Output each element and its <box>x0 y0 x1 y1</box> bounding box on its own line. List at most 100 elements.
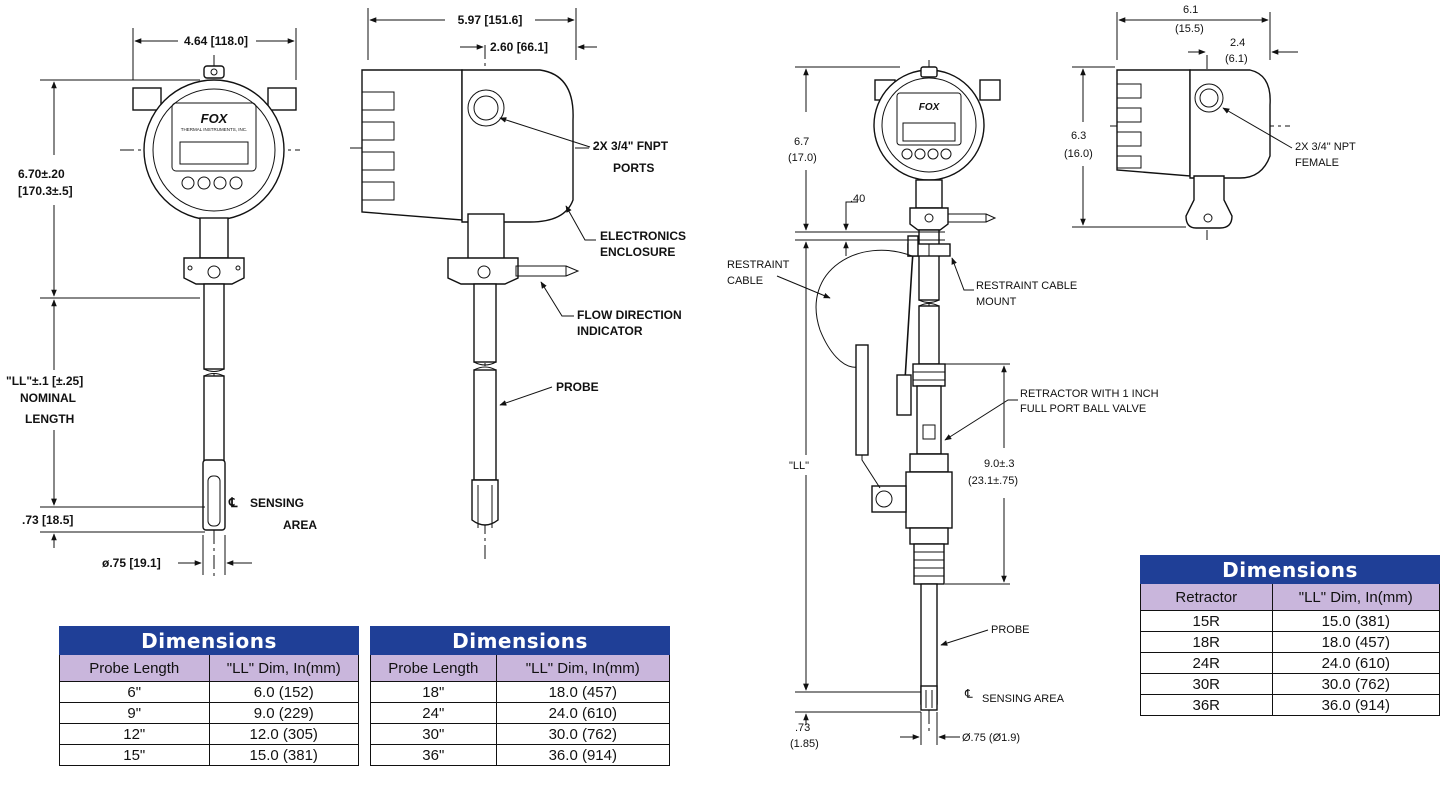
table-title: Dimensions <box>370 626 670 655</box>
dim-sensing-offset-right-2: (1.85) <box>790 738 819 750</box>
table-cell: 6" <box>59 681 210 703</box>
right-main-dimensions: 6.7 (17.0) .40 "LL" .73 (1.85) Ø.75 (Ø1.… <box>727 66 1159 750</box>
right-side-dimensions: 6.1 (15.5) 2.4 (6.1) 6.3 (16.0) 2X 3/4" … <box>1064 4 1356 228</box>
table-row: 12"12.0 (305) <box>59 723 359 745</box>
dimensions-table-2: Dimensions Probe Length "LL" Dim, In(mm)… <box>370 626 671 766</box>
table-cell: 24R <box>1140 652 1273 674</box>
dim-port-offset: 2.60 [66.1] <box>490 40 548 54</box>
table-cell: 15" <box>59 744 210 766</box>
column-header: "LL" Dim, In(mm) <box>1271 583 1441 611</box>
dim-height-left-1: 6.70±.20 <box>18 167 65 181</box>
column-header: Probe Length <box>370 654 497 682</box>
dim-small-gap: .40 <box>850 193 865 205</box>
dim-side-height-right-2: (16.0) <box>1064 148 1093 160</box>
table-cell: 18.0 (457) <box>495 681 671 703</box>
dim-ll-1: "LL"±.1 [±.25] <box>6 374 83 388</box>
callout-cable-mount-1: RESTRAINT CABLE <box>976 280 1077 292</box>
left-front-view: FOX THERMAL INSTRUMENTS, INC. <box>120 55 300 580</box>
callout-sensing-1: SENSING <box>250 496 304 510</box>
table-cell: 18" <box>370 681 497 703</box>
callout-sensing-right: SENSING AREA <box>982 693 1065 705</box>
dim-height-total-2: (17.0) <box>788 152 817 164</box>
callout-flow-1: FLOW DIRECTION <box>577 308 682 322</box>
table-cell: 24" <box>370 702 497 724</box>
table-row: 15"15.0 (381) <box>59 744 359 766</box>
column-header: Retractor <box>1140 583 1273 611</box>
callout-ports-1: 2X 3/4" FNPT <box>593 139 669 153</box>
table-cell: 15.0 (381) <box>208 744 359 766</box>
left-side-dimensions: 5.97 [151.6] 2.60 [66.1] 2X 3/4" FNPT PO… <box>367 8 686 406</box>
cl-symbol-right: ℄ <box>964 687 973 701</box>
callout-flow-2: INDICATOR <box>577 324 643 338</box>
callout-enclosure-2: ENCLOSURE <box>600 245 675 259</box>
callout-probe-right: PROBE <box>991 624 1030 636</box>
table-cell: 15R <box>1140 610 1273 632</box>
left-side-view <box>350 45 595 560</box>
table-title: Dimensions <box>1140 555 1440 584</box>
table-cell: 24.0 (610) <box>1271 652 1441 674</box>
table-cell: 30R <box>1140 673 1273 695</box>
dim-width-top: 4.64 [118.0] <box>184 34 248 48</box>
brand-logo-left: FOX <box>201 111 229 126</box>
table-row: 24"24.0 (610) <box>370 702 671 724</box>
table-row: 36"36.0 (914) <box>370 744 671 766</box>
callout-probe-left: PROBE <box>556 380 599 394</box>
brand-subtitle-left: THERMAL INSTRUMENTS, INC. <box>181 127 248 132</box>
dim-width-top-right-2: (15.5) <box>1175 23 1204 35</box>
table-cell: 30.0 (762) <box>495 723 671 745</box>
dim-sensing-offset-right-1: .73 <box>795 722 810 734</box>
callout-enclosure-1: ELECTRONICS <box>600 229 686 243</box>
brand-logo-right: FOX <box>919 102 941 113</box>
dim-height-total-1: 6.7 <box>794 136 809 148</box>
table-cell: 18.0 (457) <box>1271 631 1441 653</box>
dim-retractor-2: (23.1±.75) <box>968 475 1018 487</box>
table-cell: 36.0 (914) <box>495 744 671 766</box>
table-cell: 30" <box>370 723 497 745</box>
callout-retractor-2: FULL PORT BALL VALVE <box>1020 403 1146 415</box>
dim-side-width: 5.97 [151.6] <box>458 13 523 27</box>
table-cell: 36" <box>370 744 497 766</box>
dim-ll-right: "LL" <box>789 460 809 472</box>
dim-height-left-2: [170.3±.5] <box>18 184 73 198</box>
left-dimensions: 4.64 [118.0] 6.70±.20 [170.3±.5] "LL"±.1… <box>6 28 317 575</box>
dim-probe-dia: ø.75 [19.1] <box>102 556 161 570</box>
dim-ll-2: NOMINAL <box>20 391 76 405</box>
dimensions-table-3: Dimensions Retractor "LL" Dim, In(mm) 15… <box>1140 555 1441 716</box>
dim-retractor-1: 9.0±.3 <box>984 458 1015 470</box>
dim-ll-3: LENGTH <box>25 412 74 426</box>
table-cell: 9" <box>59 702 210 724</box>
table-cell: 24.0 (610) <box>495 702 671 724</box>
table-cell: 36R <box>1140 694 1273 716</box>
table-title: Dimensions <box>59 626 359 655</box>
column-header: Probe Length <box>59 654 210 682</box>
table-cell: 18R <box>1140 631 1273 653</box>
right-main-view: FOX <box>815 60 1001 735</box>
table-cell: 6.0 (152) <box>208 681 359 703</box>
callout-ports-2: PORTS <box>613 161 654 175</box>
table-cell: 9.0 (229) <box>208 702 359 724</box>
dim-side-height-right-1: 6.3 <box>1071 130 1086 142</box>
dim-probe-dia-right: Ø.75 (Ø1.9) <box>962 732 1020 744</box>
callout-restraint-cable-2: CABLE <box>727 275 763 287</box>
callout-restraint-cable-1: RESTRAINT <box>727 259 790 271</box>
column-header: "LL" Dim, In(mm) <box>208 654 359 682</box>
callout-sensing-2: AREA <box>283 518 317 532</box>
callout-ports-right-2: FEMALE <box>1295 157 1339 169</box>
dimensions-table-1: Dimensions Probe Length "LL" Dim, In(mm)… <box>59 626 359 766</box>
callout-cable-mount-2: MOUNT <box>976 296 1017 308</box>
callout-retractor-1: RETRACTOR WITH 1 INCH <box>1020 388 1159 400</box>
table-cell: 30.0 (762) <box>1271 673 1441 695</box>
column-header: "LL" Dim, In(mm) <box>495 654 671 682</box>
table-cell: 12.0 (305) <box>208 723 359 745</box>
table-cell: 12" <box>59 723 210 745</box>
dim-width-top-right-1: 6.1 <box>1183 4 1198 16</box>
callout-ports-right-1: 2X 3/4" NPT <box>1295 141 1356 153</box>
dim-sensing-offset: .73 [18.5] <box>22 513 73 527</box>
